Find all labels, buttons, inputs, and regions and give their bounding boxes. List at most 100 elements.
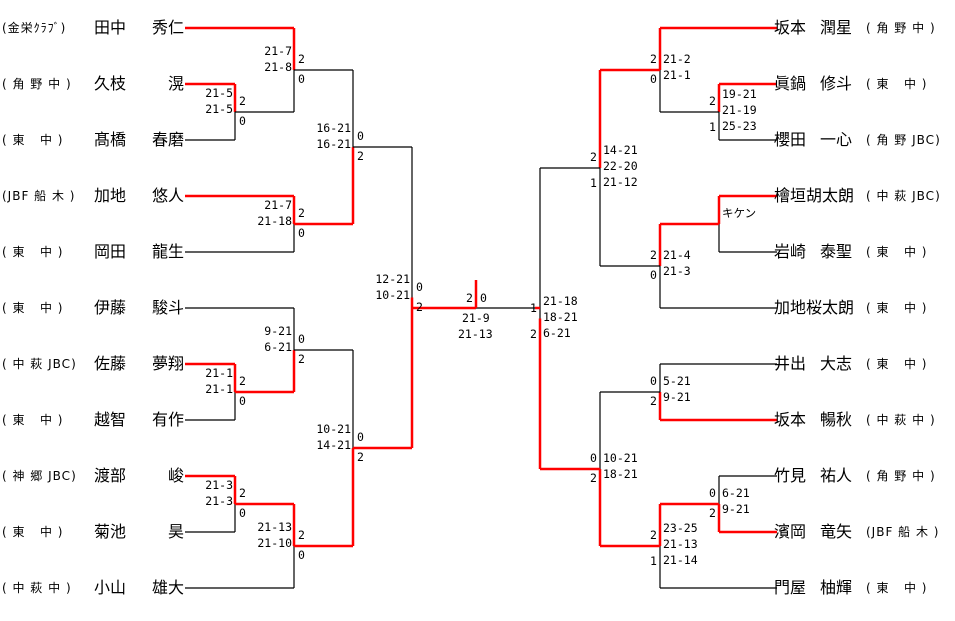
match-score: 21-3 (205, 478, 233, 492)
player-family-name: 菊池 (94, 522, 127, 541)
player-family-name: 伊藤 (94, 298, 127, 317)
player-team: ( 角 野 JBC) (866, 133, 941, 147)
games-won: 2 (590, 150, 597, 164)
player-team: ( 中 萩 JBC) (866, 189, 941, 203)
match-score: 25-23 (722, 119, 757, 133)
player-given-name: 秀仁 (151, 18, 184, 37)
games-won: 2 (298, 206, 305, 220)
games-won: 1 (590, 176, 597, 190)
games-won: 2 (650, 394, 657, 408)
games-won: 2 (590, 471, 597, 485)
match-score: 18-21 (603, 467, 638, 481)
player-team: ( 角 野 中 ) (2, 77, 72, 91)
player-family-name: 坂本 (774, 410, 807, 429)
player-given-name: 一心 (820, 130, 853, 149)
match-score: 21-7 (264, 198, 292, 212)
match-score: 5-21 (663, 374, 691, 388)
match-score: 21-7 (264, 44, 292, 58)
player-given-name: 春磨 (151, 130, 184, 149)
games-won: 2 (298, 352, 305, 366)
final-games-left: 2 (466, 291, 473, 305)
player-family-name: 竹見 (774, 466, 807, 485)
match-score: 21-18 (543, 293, 578, 308)
player-family-name: 岩崎 (774, 242, 807, 261)
player-team: ( 中 萩 中 ) (866, 413, 936, 427)
player-given-name: 竜矢 (820, 522, 853, 541)
player-team: ( 神 郷 JBC) (2, 469, 77, 483)
games-won: 0 (650, 374, 657, 388)
match-score: 14-21 (603, 143, 638, 157)
match-score: 21-19 (722, 103, 757, 117)
games-won: 0 (298, 226, 305, 240)
match-score: 21-4 (663, 248, 691, 262)
match-score: キケン (722, 206, 757, 220)
final-games-right: 0 (480, 291, 487, 305)
player-family-name: 坂本 (774, 18, 807, 37)
games-won: 2 (357, 149, 364, 163)
games-won: 2 (650, 248, 657, 262)
player-family-name: 濱岡 (774, 522, 807, 541)
match-score: 6-21 (722, 486, 750, 500)
player-team: ( 東 中 ) (2, 245, 64, 259)
match-score: 16-21 (316, 137, 351, 151)
games-won: 0 (239, 394, 246, 408)
player-team: (JBF 船 木 ) (866, 525, 940, 539)
player-family-name: 小山 (94, 578, 127, 597)
player-given-name: 有作 (151, 410, 184, 429)
games-won: 0 (590, 451, 597, 465)
match-score: 6-21 (543, 325, 571, 340)
games-won: 2 (416, 299, 423, 314)
games-won: 1 (530, 300, 537, 315)
player-team: ( 東 中 ) (866, 357, 928, 371)
match-score: 10-21 (603, 451, 638, 465)
player-team: ( 東 中 ) (2, 413, 64, 427)
player-family-name: 渡部 (94, 466, 127, 485)
player-given-name: 潤星 (820, 18, 853, 37)
match-score: 12-21 (375, 271, 410, 286)
match-score: 21-12 (603, 175, 638, 189)
player-family-name: 田中 (94, 18, 127, 37)
match-score: 21-1 (663, 68, 691, 82)
player-team: ( 東 中 ) (866, 245, 928, 259)
match-score: 21-10 (257, 536, 292, 550)
player-given-name: 夢翔 (151, 354, 184, 373)
player-given-name: 柚輝 (820, 578, 853, 597)
match-score: 18-21 (543, 309, 578, 324)
player-given-name: 滉 (167, 74, 184, 93)
match-score: 14-21 (316, 438, 351, 452)
match-score: 6-21 (264, 340, 292, 354)
match-score: 21-5 (205, 86, 233, 100)
match-score: 16-21 (316, 121, 351, 135)
player-given-name: 駿斗 (151, 298, 184, 317)
games-won: 2 (239, 94, 246, 108)
player-team: ( 角 野 中 ) (866, 469, 936, 483)
player-team: ( 角 野 中 ) (866, 21, 936, 35)
games-won: 0 (416, 279, 423, 294)
player-given-name: 昊 (167, 522, 184, 541)
match-score: 21-13 (663, 537, 698, 551)
player-team: ( 東 中 ) (2, 301, 64, 315)
games-won: 2 (298, 52, 305, 66)
player-team: ( 東 中 ) (866, 301, 928, 315)
match-score: 19-21 (722, 87, 757, 101)
games-won: 0 (650, 72, 657, 86)
games-won: 2 (239, 374, 246, 388)
match-score: 9-21 (264, 324, 292, 338)
player-team: (金栄ｸﾗﾌﾞ) (2, 21, 67, 35)
player-family-name: 井出 (774, 354, 807, 373)
games-won: 0 (298, 548, 305, 562)
player-family-name: 佐藤 (94, 354, 127, 373)
games-won: 2 (650, 52, 657, 66)
final-score: 21-13 (458, 327, 493, 341)
player-family-name: 髙橋 (94, 130, 127, 149)
player-family-name: 加地桜太朗 (774, 298, 855, 317)
games-won: 2 (709, 506, 716, 520)
player-family-name: 越智 (94, 410, 127, 429)
match-score: 21-14 (663, 553, 698, 567)
player-family-name: 檜垣胡太朗 (774, 186, 855, 205)
player-family-name: 門屋 (774, 578, 807, 597)
games-won: 0 (298, 332, 305, 346)
player-given-name: 暢秋 (820, 410, 853, 429)
match-score: 21-18 (257, 214, 292, 228)
